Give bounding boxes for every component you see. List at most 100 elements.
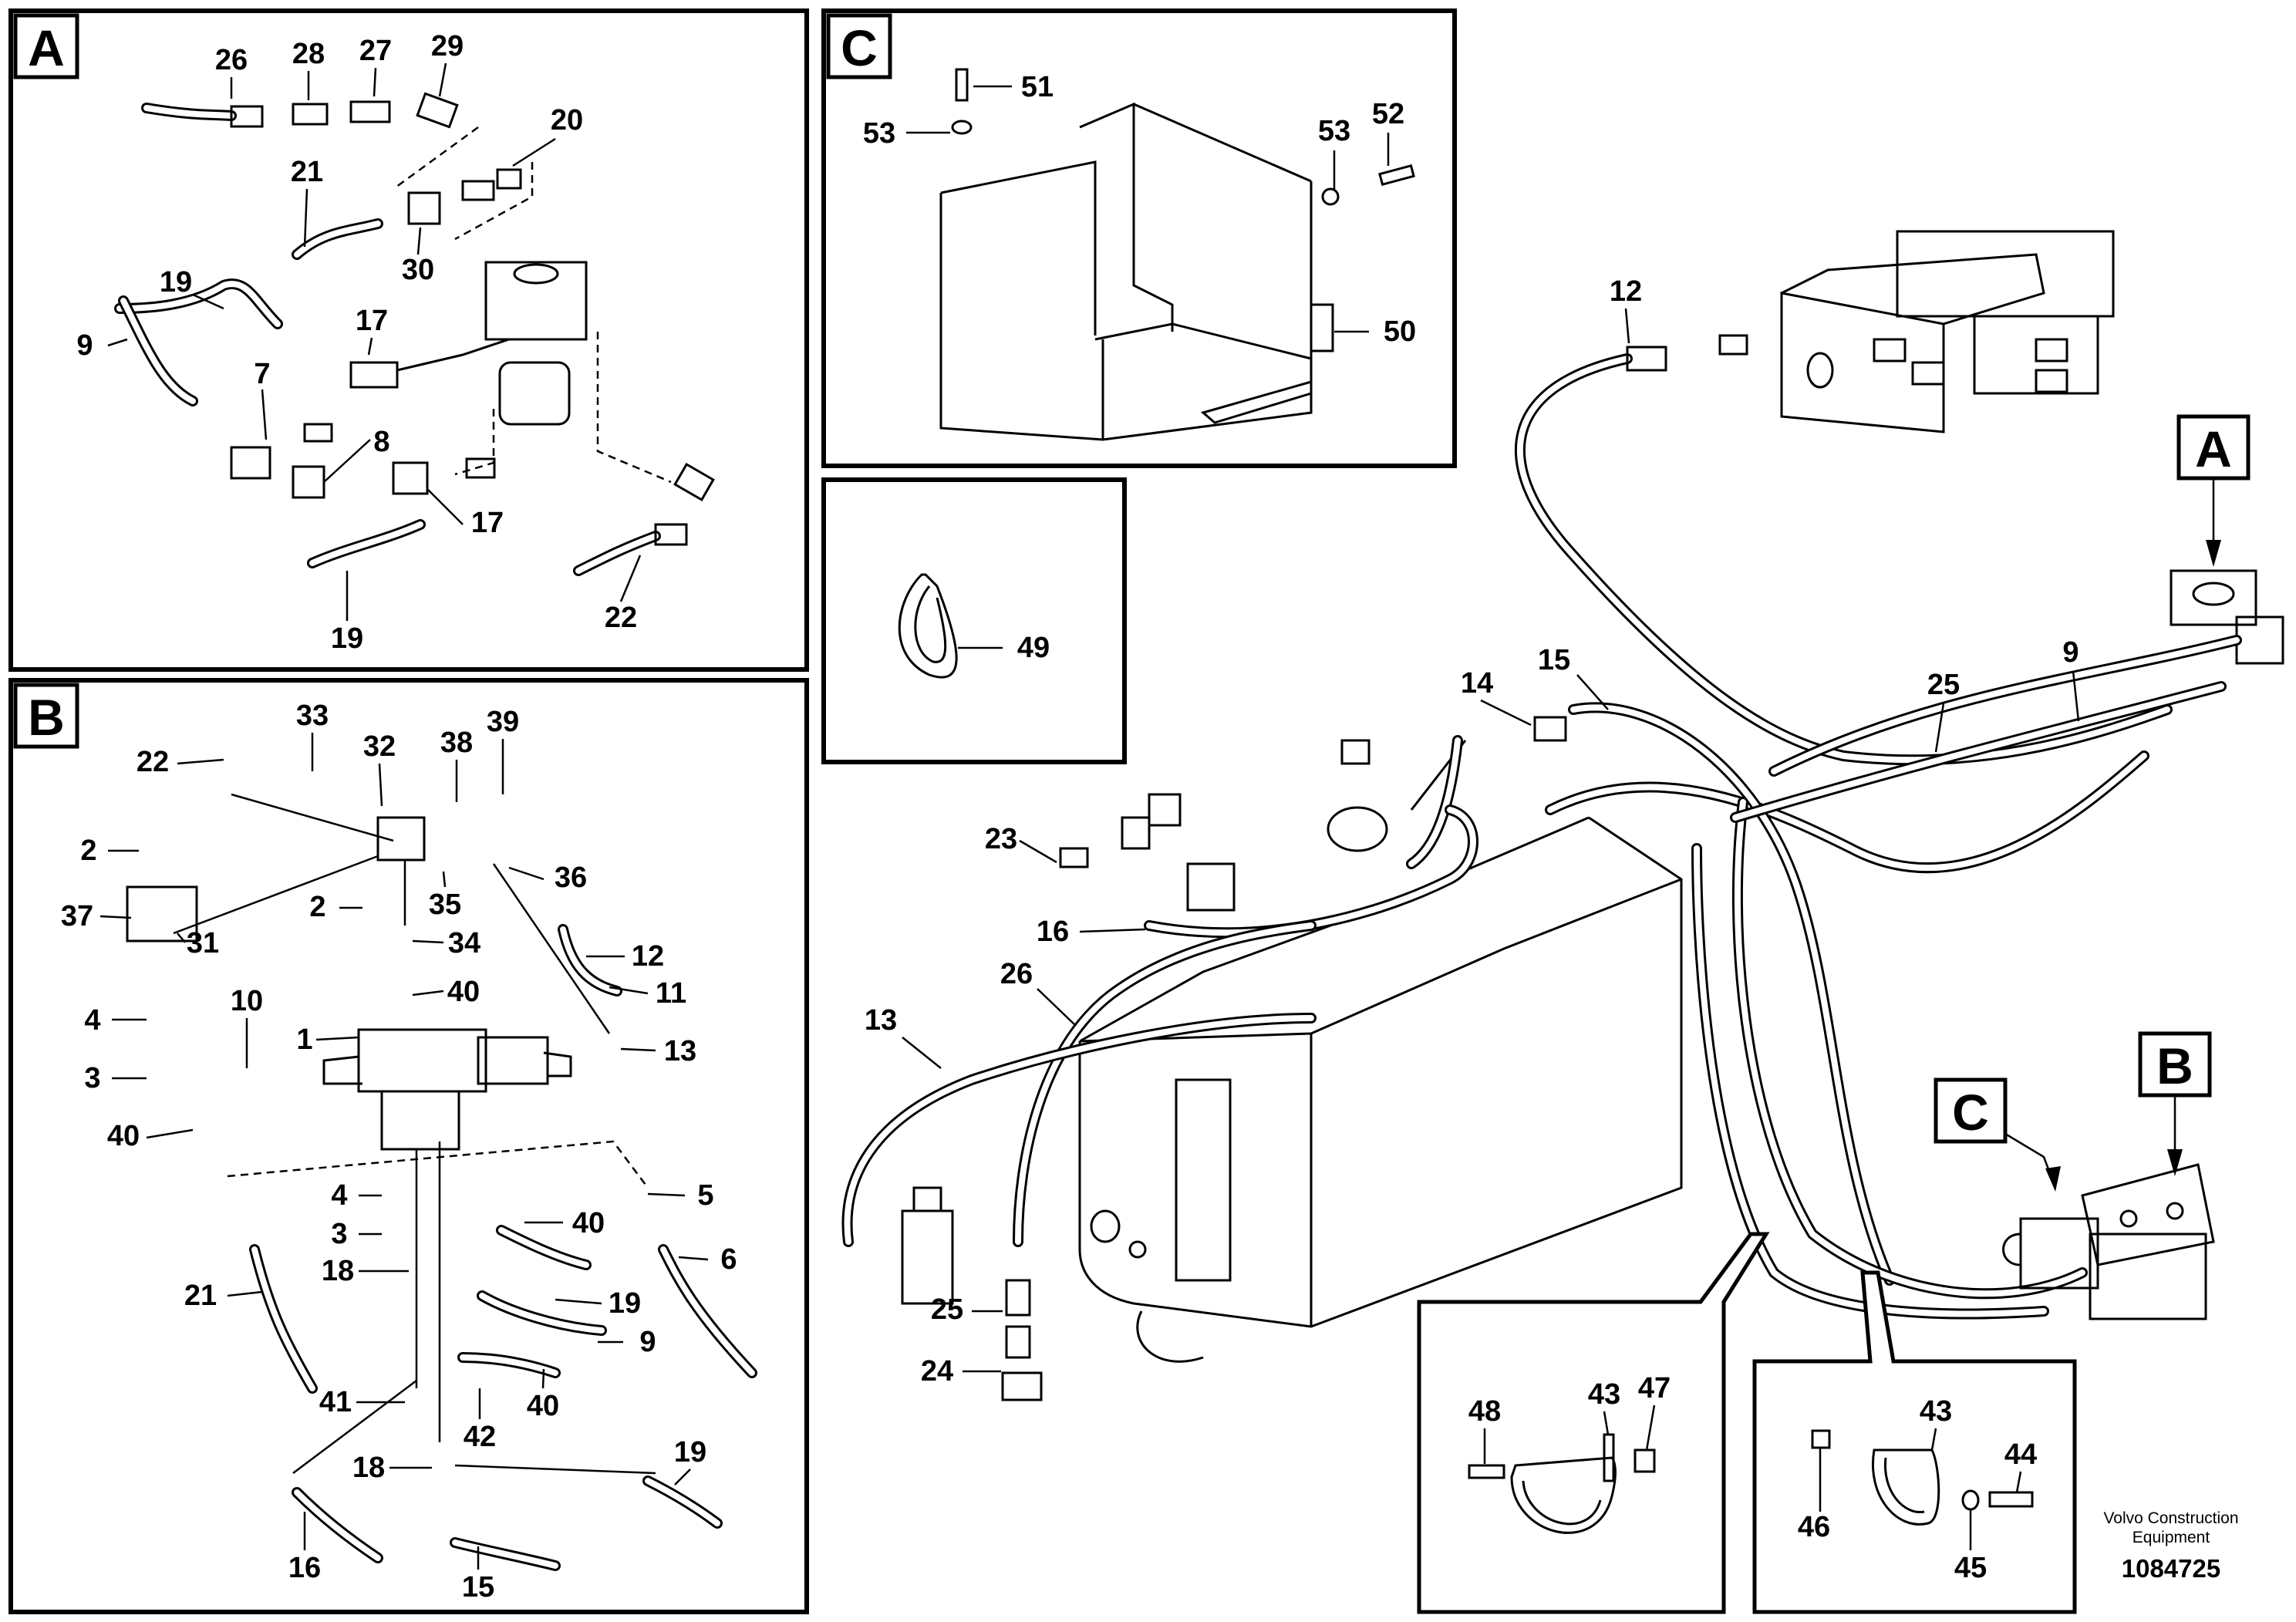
label-28: 28 xyxy=(292,38,325,70)
label-15: 15 xyxy=(1538,644,1570,676)
label-7: 7 xyxy=(254,358,270,390)
label-15: 15 xyxy=(462,1571,494,1603)
company-line-2: Equipment xyxy=(2132,1529,2210,1546)
label-52: 52 xyxy=(1372,98,1404,130)
panel-b: B xyxy=(8,678,809,1614)
panel-cable-tie: 49 xyxy=(821,477,1127,764)
label-40: 40 xyxy=(447,976,480,1008)
label-37: 37 xyxy=(61,900,93,932)
label-19: 19 xyxy=(674,1436,706,1469)
main-leaders xyxy=(902,308,2080,1373)
label-49: 49 xyxy=(1017,632,1050,664)
steering-unit xyxy=(2170,569,2284,665)
label-12: 12 xyxy=(1610,275,1642,308)
label-40: 40 xyxy=(572,1207,605,1239)
control-valve xyxy=(1780,230,2115,433)
callout-c-letter: C xyxy=(1952,1084,1989,1141)
label-14: 14 xyxy=(1461,667,1493,700)
panel-c-drawing xyxy=(939,68,1415,441)
label-12: 12 xyxy=(632,940,664,973)
panel-b-frame xyxy=(8,678,809,1614)
hydraulic-tank xyxy=(1078,740,1683,1363)
detail-clamp-2-frame xyxy=(1752,1270,2077,1614)
callout-a-box xyxy=(2176,414,2250,481)
label-25: 25 xyxy=(931,1293,963,1326)
detail-clamp-1: 48 43 47 xyxy=(1417,1232,1770,1614)
panel-a-leaders xyxy=(107,62,642,621)
cable-tie xyxy=(898,573,958,679)
label-9: 9 xyxy=(2062,636,2079,669)
front-valve xyxy=(2002,1163,2215,1320)
callout-a-arrow xyxy=(2206,540,2221,567)
label-1: 1 xyxy=(296,1023,312,1056)
label-17: 17 xyxy=(356,305,388,337)
label-50: 50 xyxy=(1384,315,1416,348)
label-17: 17 xyxy=(471,507,504,539)
label-43: 43 xyxy=(1920,1395,1952,1428)
label-11: 11 xyxy=(656,977,686,1010)
label-42: 42 xyxy=(464,1421,496,1453)
label-32: 32 xyxy=(363,730,396,763)
callout-b-letter: B xyxy=(2156,1037,2193,1094)
label-19: 19 xyxy=(609,1287,641,1320)
panel-c-frame xyxy=(821,8,1457,468)
label-20: 20 xyxy=(551,104,583,137)
label-33: 33 xyxy=(296,700,329,732)
label-31: 31 xyxy=(187,927,219,959)
callout-c-box xyxy=(1934,1077,2008,1144)
label-45: 45 xyxy=(1954,1552,1987,1584)
label-39: 39 xyxy=(487,706,519,738)
label-48: 48 xyxy=(1468,1395,1501,1428)
label-2: 2 xyxy=(309,891,325,923)
panel-a-labels: 26 28 27 29 20 21 30 19 17 9 7 8 17 19 2… xyxy=(76,30,637,655)
label-24: 24 xyxy=(921,1355,953,1388)
footer: Volvo Construction Equipment 1084725 xyxy=(2103,1509,2238,1583)
label-21: 21 xyxy=(291,156,323,188)
label-53: 53 xyxy=(863,117,895,150)
label-27: 27 xyxy=(359,35,392,67)
label-3: 3 xyxy=(331,1218,347,1250)
label-53: 53 xyxy=(1318,115,1350,147)
label-38: 38 xyxy=(440,727,473,759)
callout-c-arrow xyxy=(2045,1166,2061,1192)
label-16: 16 xyxy=(288,1552,321,1584)
label-51: 51 xyxy=(1021,71,1054,103)
panel-c-letter: C xyxy=(841,19,878,76)
company-line-1: Volvo Construction xyxy=(2103,1509,2238,1527)
label-8: 8 xyxy=(373,426,389,458)
detail-clamp-2: 43 44 46 45 xyxy=(1752,1270,2077,1614)
panel-b-labels: 33 32 38 39 22 2 37 31 35 36 2 34 12 11 … xyxy=(61,700,737,1603)
panel-a-drawing xyxy=(114,92,715,576)
main-drawing: A B C 12 14 15 25 9 23 16 26 13 25 24 xyxy=(841,230,2284,1401)
label-26: 26 xyxy=(1000,958,1033,990)
label-40: 40 xyxy=(107,1120,140,1152)
label-21: 21 xyxy=(184,1280,217,1312)
label-3: 3 xyxy=(84,1062,100,1094)
panel-c-letter-box xyxy=(826,13,892,79)
label-36: 36 xyxy=(555,862,587,894)
label-4: 4 xyxy=(84,1004,100,1037)
label-4: 4 xyxy=(331,1179,347,1212)
label-2: 2 xyxy=(80,835,96,867)
panel-c: C 51 53 53 52 50 xyxy=(821,8,1457,468)
label-6: 6 xyxy=(720,1243,737,1276)
panel-a: A xyxy=(8,8,809,672)
label-43: 43 xyxy=(1588,1378,1620,1411)
label-46: 46 xyxy=(1798,1511,1830,1543)
panel-b-letter-box xyxy=(13,683,79,749)
label-23: 23 xyxy=(985,823,1017,855)
panel-c-leaders xyxy=(906,85,1390,333)
label-41: 41 xyxy=(319,1386,352,1418)
label-29: 29 xyxy=(431,30,464,62)
panel-c-labels: 51 53 53 52 50 xyxy=(863,71,1416,348)
label-16: 16 xyxy=(1037,916,1069,948)
label-9: 9 xyxy=(639,1326,656,1358)
label-47: 47 xyxy=(1638,1372,1671,1404)
panel-b-leaders xyxy=(99,733,709,1570)
panel-b-letter: B xyxy=(28,689,65,746)
label-13: 13 xyxy=(865,1004,897,1037)
panel-a-letter-box xyxy=(13,13,79,79)
label-5: 5 xyxy=(697,1179,713,1212)
detail-clamp-1-frame xyxy=(1417,1232,1770,1614)
